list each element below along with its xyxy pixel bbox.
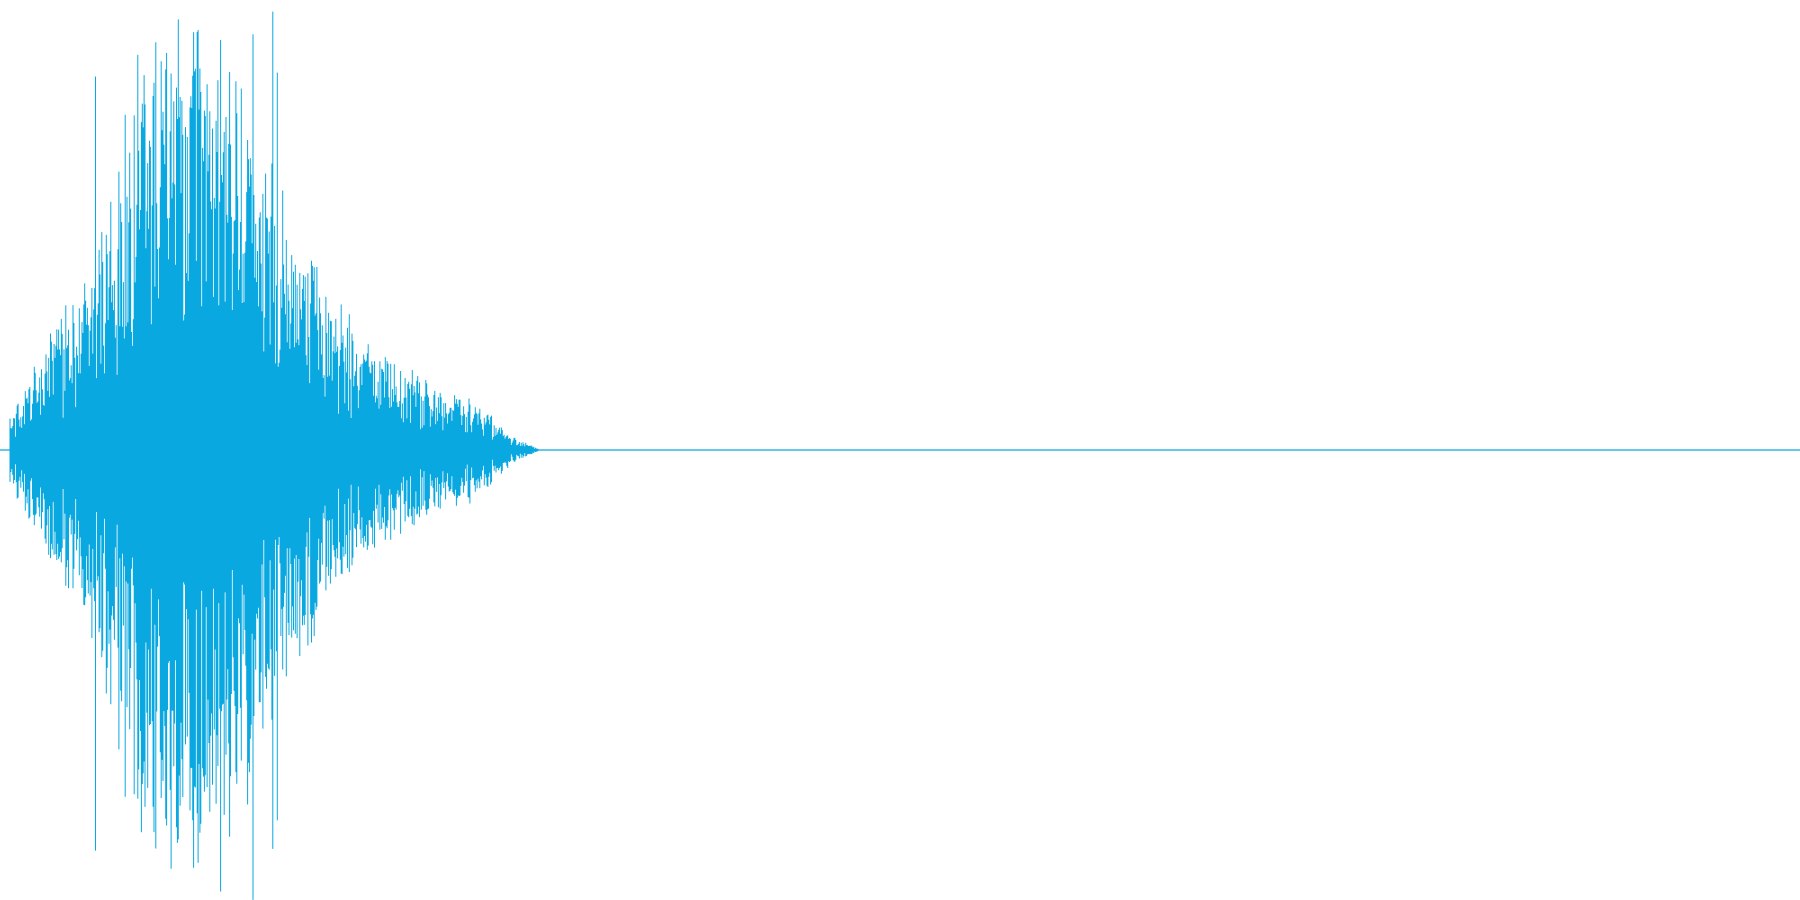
waveform-strokes <box>9 11 540 900</box>
waveform-signal <box>9 11 540 900</box>
